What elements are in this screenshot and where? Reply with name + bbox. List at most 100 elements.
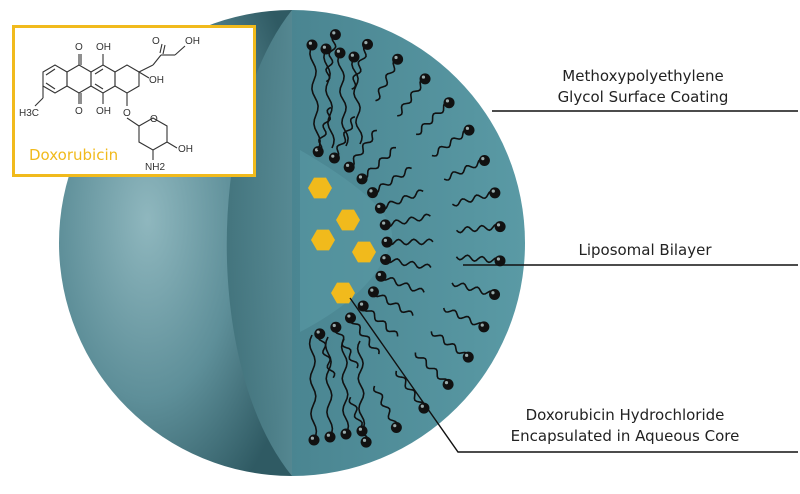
outer-lipid-9-highlight (496, 257, 501, 261)
inner-lipid-14-tail (317, 333, 336, 379)
outer-lipid-15-tail (372, 385, 398, 428)
inner-lipid-7-head (381, 236, 393, 248)
inner-lipid-7-tail (386, 238, 434, 246)
outer-lipid-6-tail (443, 158, 485, 181)
atom-o-ketone: O (152, 36, 160, 47)
drug-hexagon-2 (311, 229, 335, 251)
bilayer-lipids (306, 29, 506, 448)
inner-lipid-6-head (379, 219, 391, 231)
outer-lipid-12-tail (430, 331, 469, 358)
outer-lipid-4-highlight (445, 99, 450, 103)
outer-lipid-13-head (442, 378, 454, 390)
drug-hexagon-0 (308, 177, 332, 199)
outer-lipid-7-head (489, 187, 501, 199)
inner-lipid-8-highlight (382, 256, 386, 260)
outer-lipid-8-highlight (496, 223, 501, 227)
inner-lipid-1-highlight (331, 154, 335, 158)
top-edge-lipid-2-highlight (336, 49, 340, 53)
atom-h3c: H3C (19, 108, 39, 119)
outer-lipid-10-tail (451, 282, 496, 295)
outer-lipid-7-highlight (491, 189, 495, 193)
inner-lipid-6-highlight (382, 221, 386, 225)
inner-lipid-2-head (343, 161, 355, 173)
outer-lipid-7-tail (451, 190, 496, 207)
doxorubicin-structure: O O OH OH O OH OH O O OH NH2 H3C (19, 36, 200, 173)
drug-molecules (308, 177, 376, 304)
outer-lipid-3-head (419, 73, 431, 85)
outer-lipid-2-tail (375, 58, 398, 102)
outer-lipid-5-tail (431, 128, 470, 157)
inner-lipid-10-head (367, 286, 379, 298)
doxorubicin-inset: O O OH OH O OH OH O O OH NH2 H3C Doxorub… (12, 25, 256, 177)
inner-lipid-5-head (374, 202, 386, 214)
inner-lipid-7-highlight (383, 238, 387, 242)
outer-lipid-0-tail (325, 34, 337, 83)
outer-lipid-13-highlight (444, 381, 449, 385)
top-edge-lipid-0-tail (309, 44, 321, 151)
top-edge-lipid-2-head (334, 47, 346, 59)
outer-lipid-6-highlight (481, 157, 485, 161)
atom-oh-top: OH (96, 42, 111, 53)
top-edge-lipid-3-highlight (350, 53, 354, 57)
top-edge-lipid-2-tail (337, 52, 349, 147)
outer-lipid-4-head (443, 97, 455, 109)
inner-lipid-3-tail (361, 146, 396, 180)
bilayer-label-text: Liposomal Bilayer (578, 241, 712, 259)
outer-lipid-11-head (478, 321, 490, 333)
coating-label-line1: Methoxypolyethylene (562, 67, 724, 85)
inner-lipid-9-tail (380, 275, 425, 293)
atom-o-sugar: O (150, 114, 158, 125)
outer-lipid-0-highlight (332, 31, 336, 35)
bottom-edge-lipid-2-highlight (342, 430, 346, 434)
drug-hexagon-3 (352, 241, 376, 263)
outer-lipid-10-highlight (491, 291, 495, 295)
bottom-edge-lipid-0-head (308, 434, 320, 446)
outer-lipid-3-highlight (421, 75, 426, 79)
core-label-line2: Encapsulated in Aqueous Core (510, 427, 740, 445)
atom-oh-chain: OH (185, 36, 200, 47)
outer-lipid-2-head (392, 53, 404, 65)
bottom-edge-lipid-1-highlight (326, 433, 330, 437)
top-edge-lipid-3-tail (351, 56, 363, 145)
bottom-edge-lipid-2-head (340, 428, 352, 440)
coating-label-line2: Glycol Surface Coating (557, 88, 729, 106)
inner-lipid-11-head (357, 300, 369, 312)
inner-lipid-14-head (314, 328, 326, 340)
inner-lipid-13-head (330, 321, 342, 333)
atom-o-bottom: O (75, 106, 83, 117)
inner-lipid-12-tail (349, 317, 380, 355)
outer-lipid-2-highlight (394, 55, 398, 60)
atom-oh-bottom: OH (96, 106, 111, 117)
outer-lipid-14-tail (395, 370, 426, 409)
core-label-line1: Doxorubicin Hydrochloride (525, 406, 725, 424)
inner-lipid-2-tail (349, 129, 378, 168)
outer-lipid-15-highlight (393, 424, 397, 428)
outer-lipid-5-highlight (465, 126, 470, 130)
outer-lipid-8-head (494, 221, 506, 233)
inner-lipid-1-head (328, 152, 340, 164)
inner-lipid-9-highlight (377, 272, 381, 277)
bottom-edge-lipid-3-head (356, 425, 368, 437)
inner-lipid-3-head (356, 173, 368, 185)
outer-lipid-11-tail (442, 307, 485, 328)
outer-lipid-5-head (463, 124, 475, 136)
bottom-edge-lipid-3-tail (356, 340, 366, 432)
outer-lipid-1-tail (351, 43, 368, 90)
drug-hexagon-1 (336, 209, 360, 231)
outer-lipid-6-head (478, 154, 490, 166)
inner-lipid-10-highlight (370, 288, 374, 292)
inner-lipid-9-head (375, 270, 387, 282)
top-edge-lipid-1-head (320, 43, 332, 55)
inner-lipid-4-head (367, 187, 379, 199)
inner-lipid-4-tail (372, 166, 412, 195)
inner-lipid-4-highlight (369, 189, 373, 193)
outer-lipid-3-tail (397, 78, 426, 117)
top-edge-lipid-0-highlight (308, 41, 312, 45)
doxorubicin-label: Doxorubicin (29, 146, 119, 164)
outer-lipid-1-head (361, 38, 373, 50)
outer-lipid-8-tail (455, 223, 501, 234)
outer-lipid-1-highlight (364, 41, 368, 45)
inner-lipid-13-highlight (332, 323, 336, 328)
atom-oh-ring: OH (149, 75, 164, 86)
inner-lipid-1-tail (334, 116, 356, 159)
